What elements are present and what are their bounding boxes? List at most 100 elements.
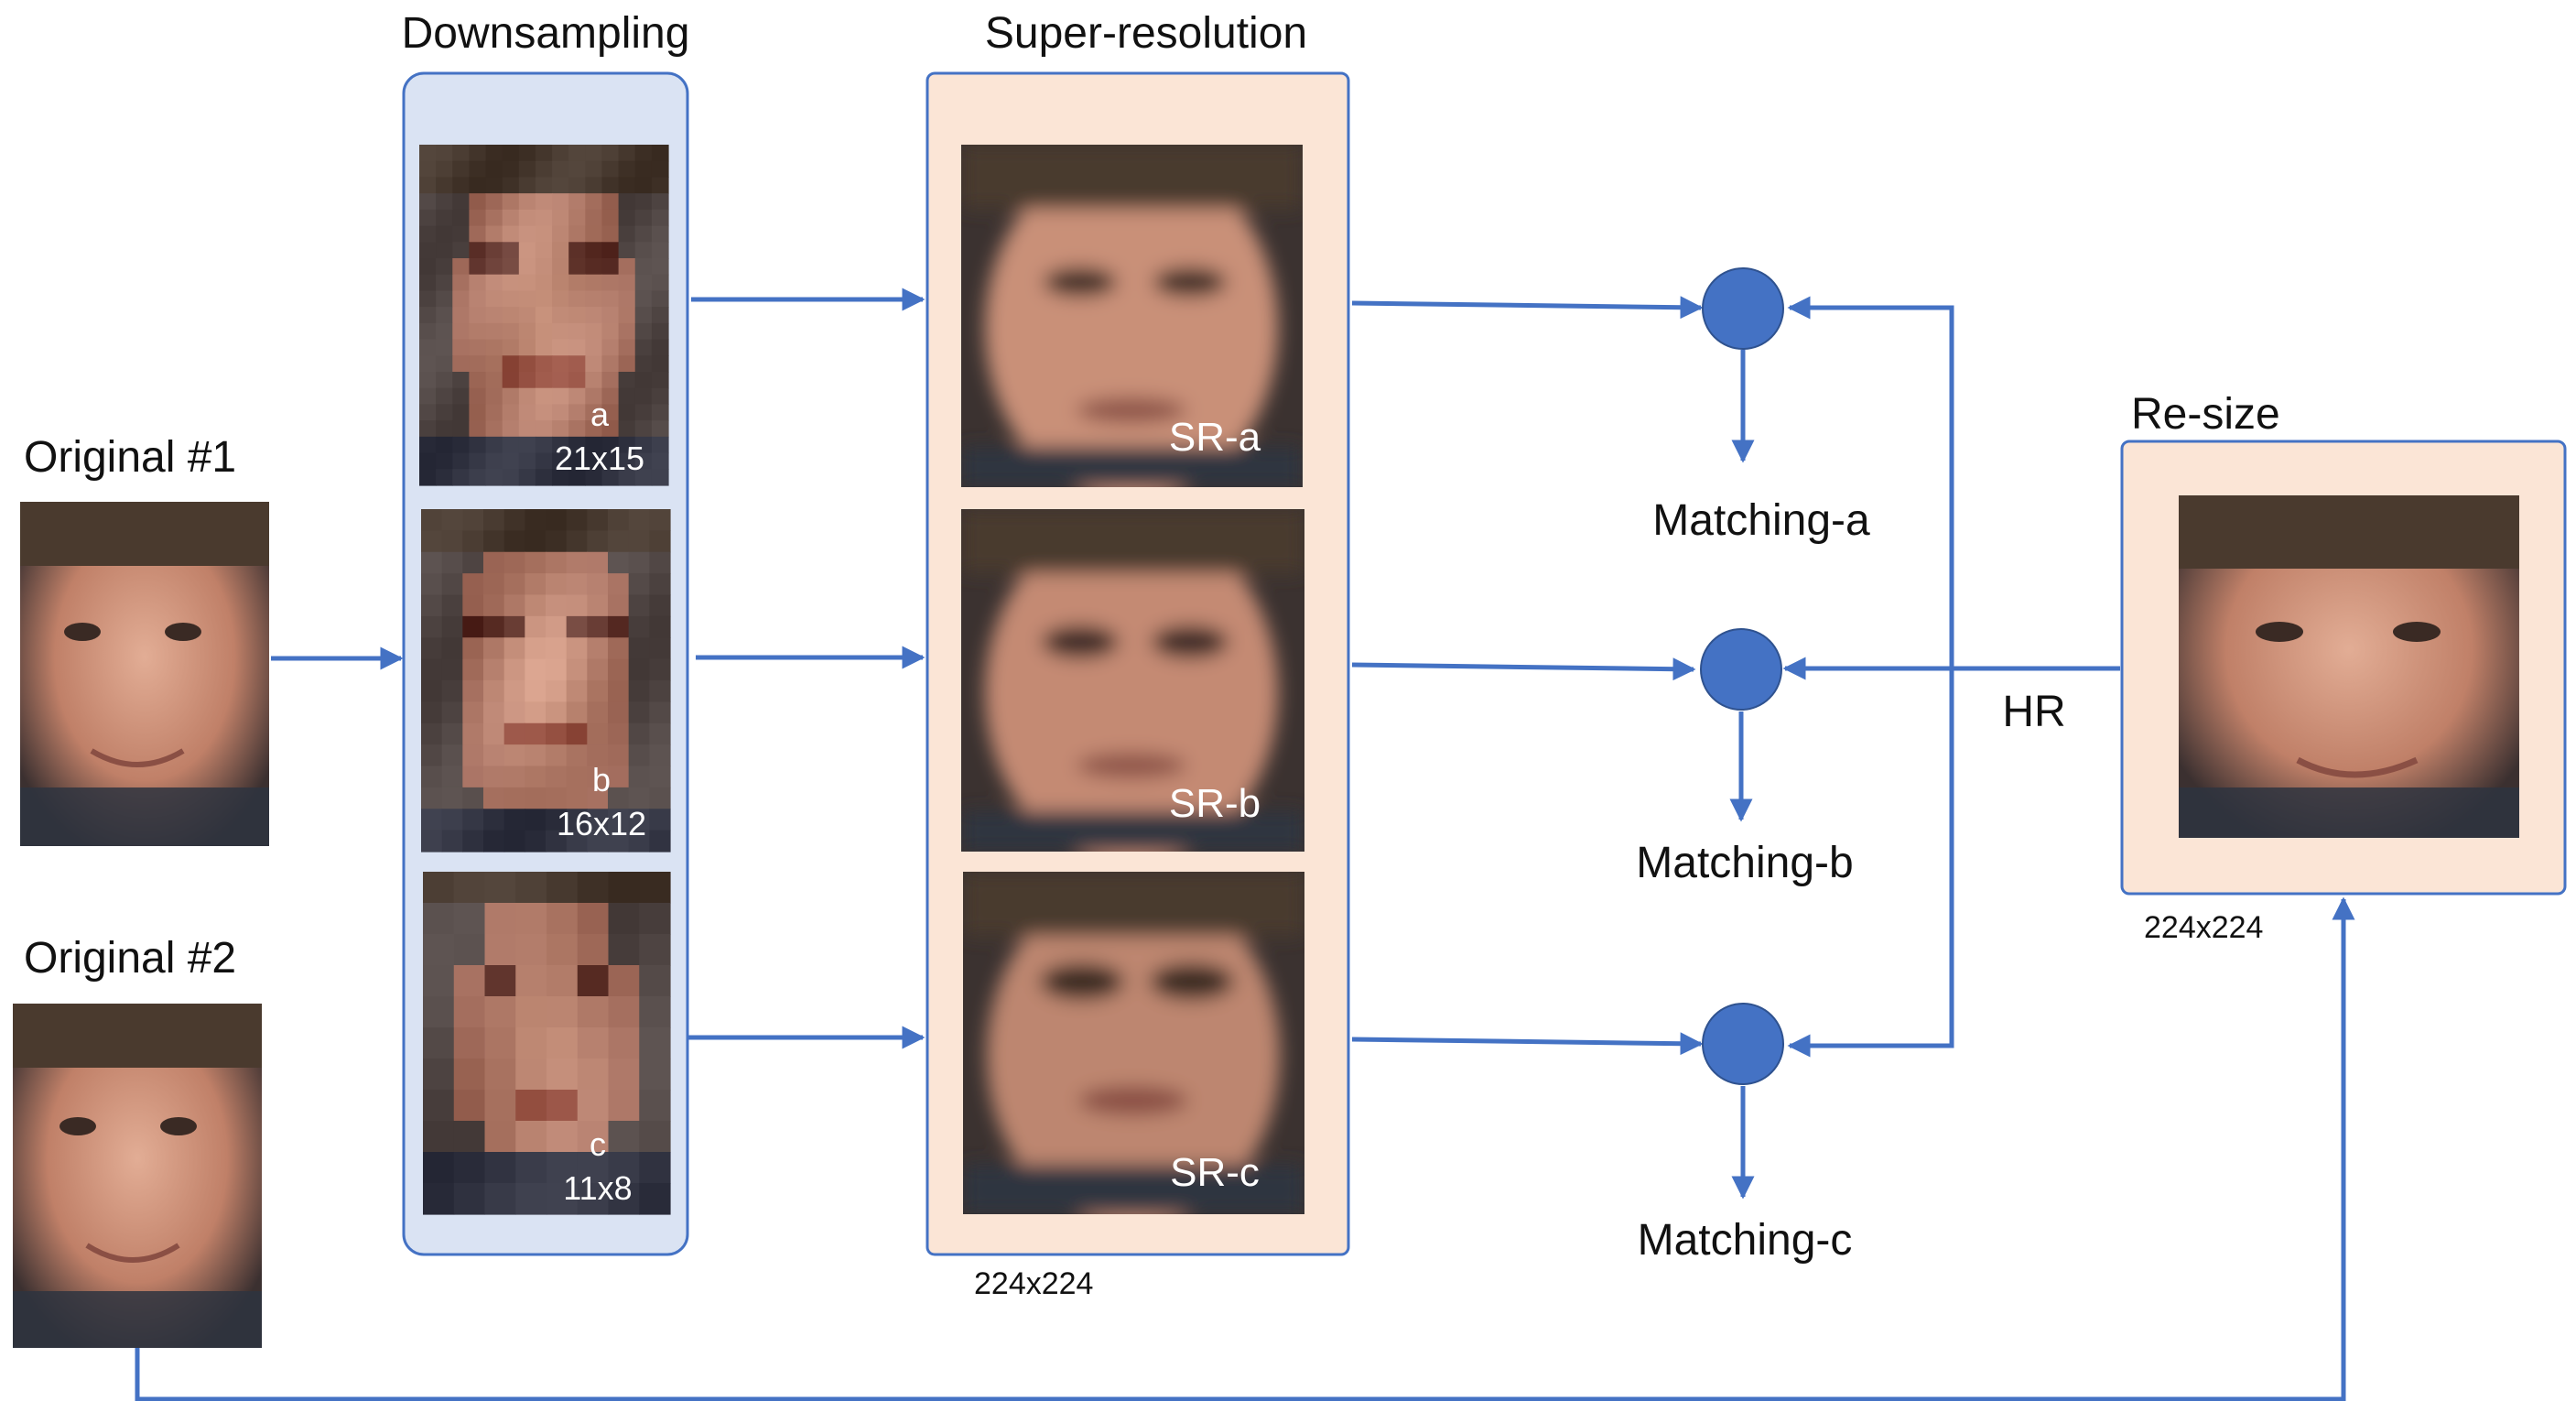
mosaic-pixel [546,722,568,745]
mosaic-pixel [634,372,653,389]
mosaic-pixel [484,1121,516,1153]
mosaic-pixel [587,615,609,638]
mosaic-pixel [587,509,609,531]
mosaic-pixel [568,225,586,243]
mosaic-pixel [483,551,505,574]
mosaic-pixel [436,387,453,406]
mosaic-pixel [552,420,569,438]
mosaic-pixel [618,420,636,438]
mosaic-pixel [525,744,547,767]
mosaic-pixel [421,594,443,617]
mosaic-pixel [419,469,437,486]
mosaic-pixel [452,404,470,421]
downsample-a-size: 21x15 [555,440,644,477]
mosaic-pixel [608,509,630,531]
mosaic-pixel [618,225,636,243]
mosaic-pixel [634,193,653,211]
mosaic-pixel [421,680,443,702]
mosaic-pixel [502,209,520,227]
mosaic-pixel [518,469,536,486]
mosaic-pixel [552,225,569,243]
mosaic-pixel [649,573,671,596]
mosaic-pixel [634,160,653,179]
mosaic-pixel [535,322,553,341]
mosaic-pixel [552,193,569,211]
mosaic-pixel [568,307,586,324]
mosaic-pixel [577,1090,610,1122]
mosaic-pixel [452,209,470,227]
mosaic-pixel [651,322,669,341]
mosaic-pixel [453,1183,486,1215]
mosaic-pixel [649,680,671,702]
mosaic-pixel [419,436,437,454]
mosaic-pixel [546,573,568,596]
downsampled-image-a [419,145,669,486]
mosaic-pixel [485,145,503,162]
mosaic-pixel [651,258,669,276]
mosaic-pixel [577,872,610,904]
resize-size-label: 224x224 [2144,910,2263,945]
mosaic-pixel [587,573,609,596]
mosaic-pixel [639,996,671,1028]
mosaic-pixel [469,177,487,194]
mosaic-pixel [485,258,503,276]
mosaic-pixel [419,372,437,389]
mosaic-pixel [483,766,505,788]
mosaic-pixel [618,258,636,276]
sr-size-label: 224x224 [974,1266,1093,1301]
mosaic-pixel [421,809,443,831]
matching-node-c [1702,1003,1784,1085]
mosaic-pixel [566,701,588,724]
mosaic-pixel [546,809,568,831]
mosaic-pixel [452,225,470,243]
arrow-srb-to-node [1351,657,1696,681]
mosaic-pixel [469,355,487,373]
mosaic-pixel [485,469,503,486]
mosaic-pixel [419,307,437,324]
mosaic-pixel [419,193,437,211]
mosaic-pixel [452,452,470,470]
mosaic-pixel [649,658,671,681]
mosaic-pixel [484,1059,516,1091]
mosaic-pixel [452,258,470,276]
mosaic-pixel [421,509,443,531]
mosaic-pixel [502,452,520,470]
mosaic-pixel [436,420,453,438]
mosaic-pixel [436,225,453,243]
downsampled-image-b [421,509,671,853]
hr-image [2179,495,2519,838]
mosaic-pixel [535,193,553,211]
mosaic-pixel [483,658,505,681]
mosaic-pixel [535,307,553,324]
mosaic-pixel [547,1121,579,1153]
mosaic-pixel [651,452,669,470]
mosaic-pixel [535,177,553,194]
mosaic-pixel [423,1121,455,1153]
mosaic-pixel [419,387,437,406]
mosaic-pixel [649,509,671,531]
mosaic-pixel [436,404,453,421]
mosaic-pixel [518,339,536,356]
mosaic-pixel [462,658,484,681]
mosaic-pixel [601,452,620,470]
mosaic-pixel [419,258,437,276]
mosaic-pixel [618,436,636,454]
mosaic-pixel [552,387,569,406]
mosaic-pixel [436,290,453,308]
mosaic-pixel [649,594,671,617]
mosaic-pixel [546,744,568,767]
mosaic-pixel [502,339,520,356]
mosaic-pixel [608,701,630,724]
mosaic-pixel [546,637,568,660]
mosaic-pixel [585,322,603,341]
mosaic-pixel [568,258,586,276]
mosaic-pixel [469,307,487,324]
mosaic-pixel [502,177,520,194]
mosaic-pixel [503,658,525,681]
mosaic-pixel [566,809,588,831]
mosaic-pixel [651,436,669,454]
mosaic-pixel [515,934,547,966]
mosaic-pixel [547,1059,579,1091]
mosaic-pixel [618,242,636,259]
